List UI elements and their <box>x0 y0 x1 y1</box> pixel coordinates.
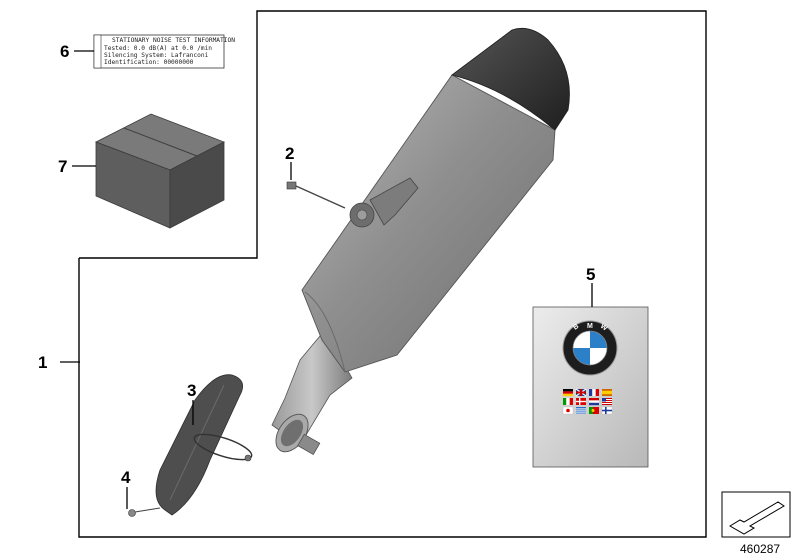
rider-manual: B M W <box>532 306 649 468</box>
catalog-symbol <box>721 491 791 538</box>
packaging-box <box>95 113 225 229</box>
flag-usa-icon <box>602 398 612 405</box>
callout-1: 1 <box>38 353 47 372</box>
flag-spain-icon <box>602 389 612 396</box>
flag-finland-icon <box>601 406 613 415</box>
mounting-bolt <box>286 181 346 209</box>
noise-label-title: STATIONARY NOISE TEST INFORMATION <box>112 37 235 44</box>
shield-screw <box>128 507 161 517</box>
flag-germany-icon <box>563 389 573 397</box>
flag-uk-icon <box>575 388 587 397</box>
callout-6: 6 <box>60 42 69 61</box>
flag-netherlands-icon <box>589 398 599 406</box>
document-number: 460287 <box>740 542 780 556</box>
assembly-frame <box>78 10 707 538</box>
noise-label-silencing: Silencing System: Lafranconi <box>104 52 209 59</box>
flag-portugal-icon <box>589 407 599 414</box>
heat-shield <box>155 374 253 516</box>
flag-france-icon <box>589 389 599 396</box>
callout-5: 5 <box>586 265 595 284</box>
callout-7: 7 <box>58 157 67 176</box>
rear-silencer <box>271 27 570 456</box>
flag-denmark-icon <box>576 398 586 405</box>
bmw-letter-b: B <box>572 323 580 332</box>
noise-label-identification: Identification: 00000000 <box>104 59 194 66</box>
flag-italy-icon <box>563 398 573 405</box>
callout-3: 3 <box>187 381 196 400</box>
bmw-logo: B M W <box>562 320 618 376</box>
callout-4: 4 <box>121 468 131 487</box>
bmw-letter-m: M <box>587 323 593 330</box>
language-flags <box>562 388 613 415</box>
callout-2: 2 <box>285 144 294 163</box>
flag-greece-icon <box>576 407 586 414</box>
noise-test-label: STATIONARY NOISE TEST INFORMATION Tested… <box>93 34 235 69</box>
bmw-letter-w: W <box>599 323 609 333</box>
flag-japan-icon <box>562 406 574 415</box>
noise-label-tested: Tested: 0.0 dB(A) at 0.0 /min <box>104 45 212 52</box>
